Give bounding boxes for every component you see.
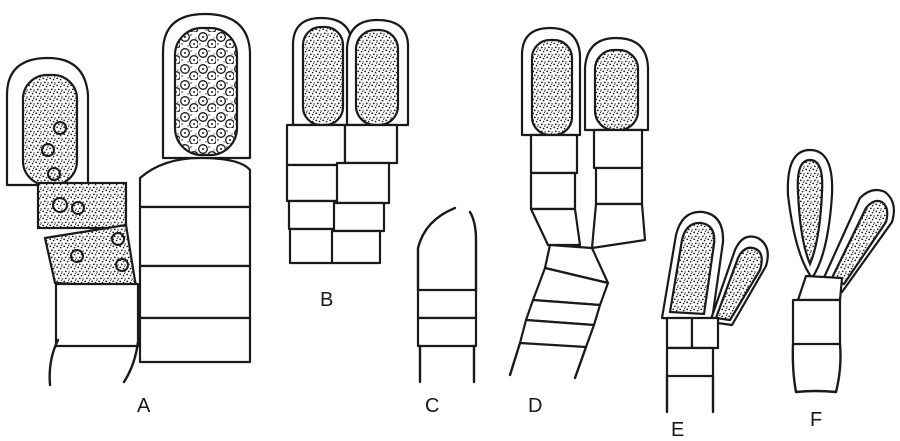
- b-right-cell-2: [337, 163, 389, 203]
- a-left-cell-1: [38, 183, 126, 228]
- a-right-cell-2: [140, 207, 250, 266]
- b-left-cell-1: [287, 125, 345, 165]
- a-right-sporangium: [175, 28, 237, 155]
- d-right-cell-2: [596, 168, 642, 204]
- b-left-cell-2: [287, 165, 339, 201]
- a-right-cell-3: [140, 266, 250, 318]
- b-left-sporangium: [303, 27, 343, 125]
- label-b: B: [320, 289, 333, 311]
- c-apex: [418, 208, 476, 290]
- specimen-e: E: [662, 212, 768, 441]
- specimen-b: B: [287, 18, 408, 311]
- d-left-cell-3: [531, 209, 580, 245]
- b-left-cell-3: [289, 201, 337, 229]
- a-left-cell-3: [56, 284, 138, 346]
- c-base: [420, 346, 474, 382]
- a-right-cell-4: [140, 318, 250, 362]
- d-stem-cell-4: [520, 320, 594, 347]
- f-cell-1: [798, 276, 842, 300]
- specimen-c: C: [418, 208, 476, 417]
- b-right-sporangium: [356, 30, 398, 125]
- d-right-sporangium: [595, 50, 638, 130]
- b-right-cell-1: [345, 125, 397, 163]
- d-left-sporangium: [532, 40, 572, 135]
- specimen-f: F: [788, 150, 894, 431]
- label-e: E: [671, 419, 684, 441]
- e-left-cell-1: [667, 318, 692, 348]
- b-left-cell-4: [290, 229, 334, 263]
- d-left-cell-2: [531, 173, 575, 209]
- label-c: C: [425, 395, 439, 417]
- specimen-d: D: [510, 28, 648, 417]
- e-cell-2: [667, 348, 713, 376]
- f-base: [793, 344, 841, 392]
- e-left-cell-2: [692, 318, 718, 348]
- d-left-cell-1: [531, 135, 577, 173]
- f-cell-2: [793, 300, 840, 344]
- specimen-a: A: [7, 14, 250, 417]
- label-d: D: [528, 395, 542, 417]
- d-base: [510, 343, 586, 378]
- e-base: [667, 376, 713, 412]
- d-right-cell-1: [594, 130, 642, 168]
- b-right-cell-3: [334, 203, 384, 231]
- a-right-cell-1: [140, 158, 250, 207]
- d-right-cell-3: [592, 204, 645, 248]
- label-a: A: [137, 395, 151, 417]
- b-right-cell-4: [332, 231, 380, 263]
- label-f: F: [810, 409, 822, 431]
- c-cell-1: [418, 290, 476, 318]
- c-cell-2: [418, 318, 476, 346]
